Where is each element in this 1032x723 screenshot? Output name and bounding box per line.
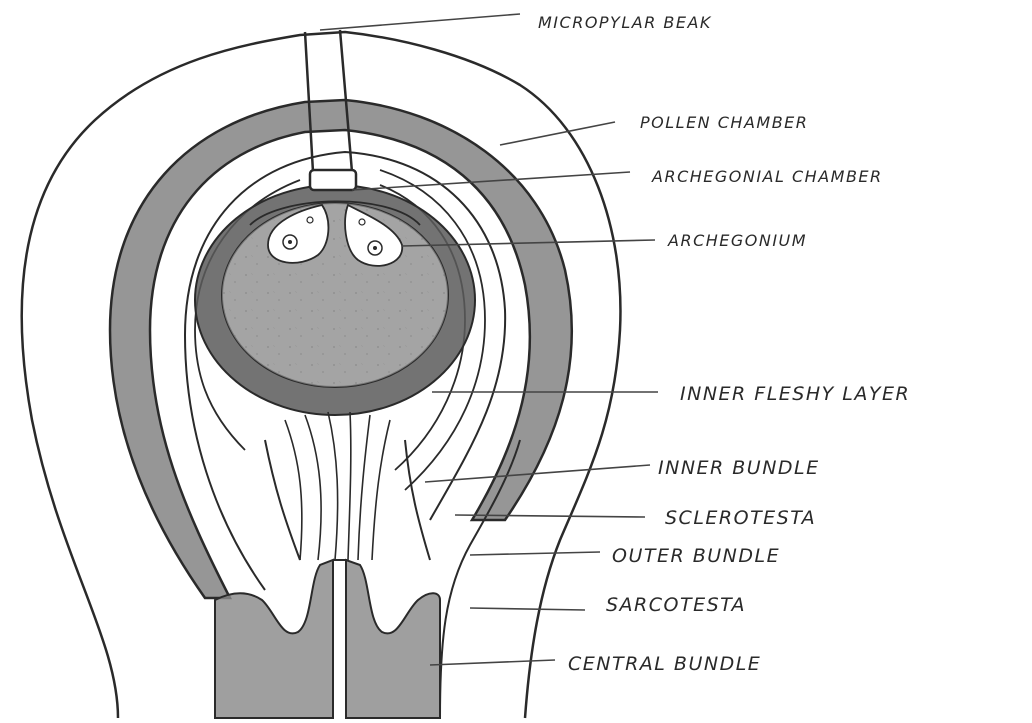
label-archegonium: ARCHEGONIUM <box>667 231 807 250</box>
label-archegonial-chamber: ARCHEGONIAL CHAMBER <box>651 167 883 186</box>
leader-outer-bundle <box>470 552 600 555</box>
leader-sarcotesta <box>470 608 585 610</box>
label-inner-fleshy-layer: INNER FLESHY LAYER <box>680 383 910 405</box>
chalaza-funnel <box>265 440 430 560</box>
leader-central-bundle <box>430 660 555 665</box>
central-bundle-right <box>346 560 440 718</box>
label-pollen-chamber: POLLEN CHAMBER <box>640 113 808 132</box>
label-sarcotesta: SARCOTESTA <box>606 594 746 616</box>
pollen-chamber-plug <box>310 170 356 190</box>
central-bundle-left <box>215 560 333 718</box>
label-micropylar-beak: MICROPYLAR BEAK <box>538 13 712 32</box>
inner-bundle-strands <box>285 412 390 560</box>
label-outer-bundle: OUTER BUNDLE <box>612 545 780 567</box>
label-central-bundle: CENTRAL BUNDLE <box>568 653 761 675</box>
leader-micropylar-beak <box>320 14 520 30</box>
leader-pollen-chamber <box>500 122 615 145</box>
label-sclerotesta: SCLEROTESTA <box>665 507 816 529</box>
label-inner-bundle: INNER BUNDLE <box>658 457 820 479</box>
